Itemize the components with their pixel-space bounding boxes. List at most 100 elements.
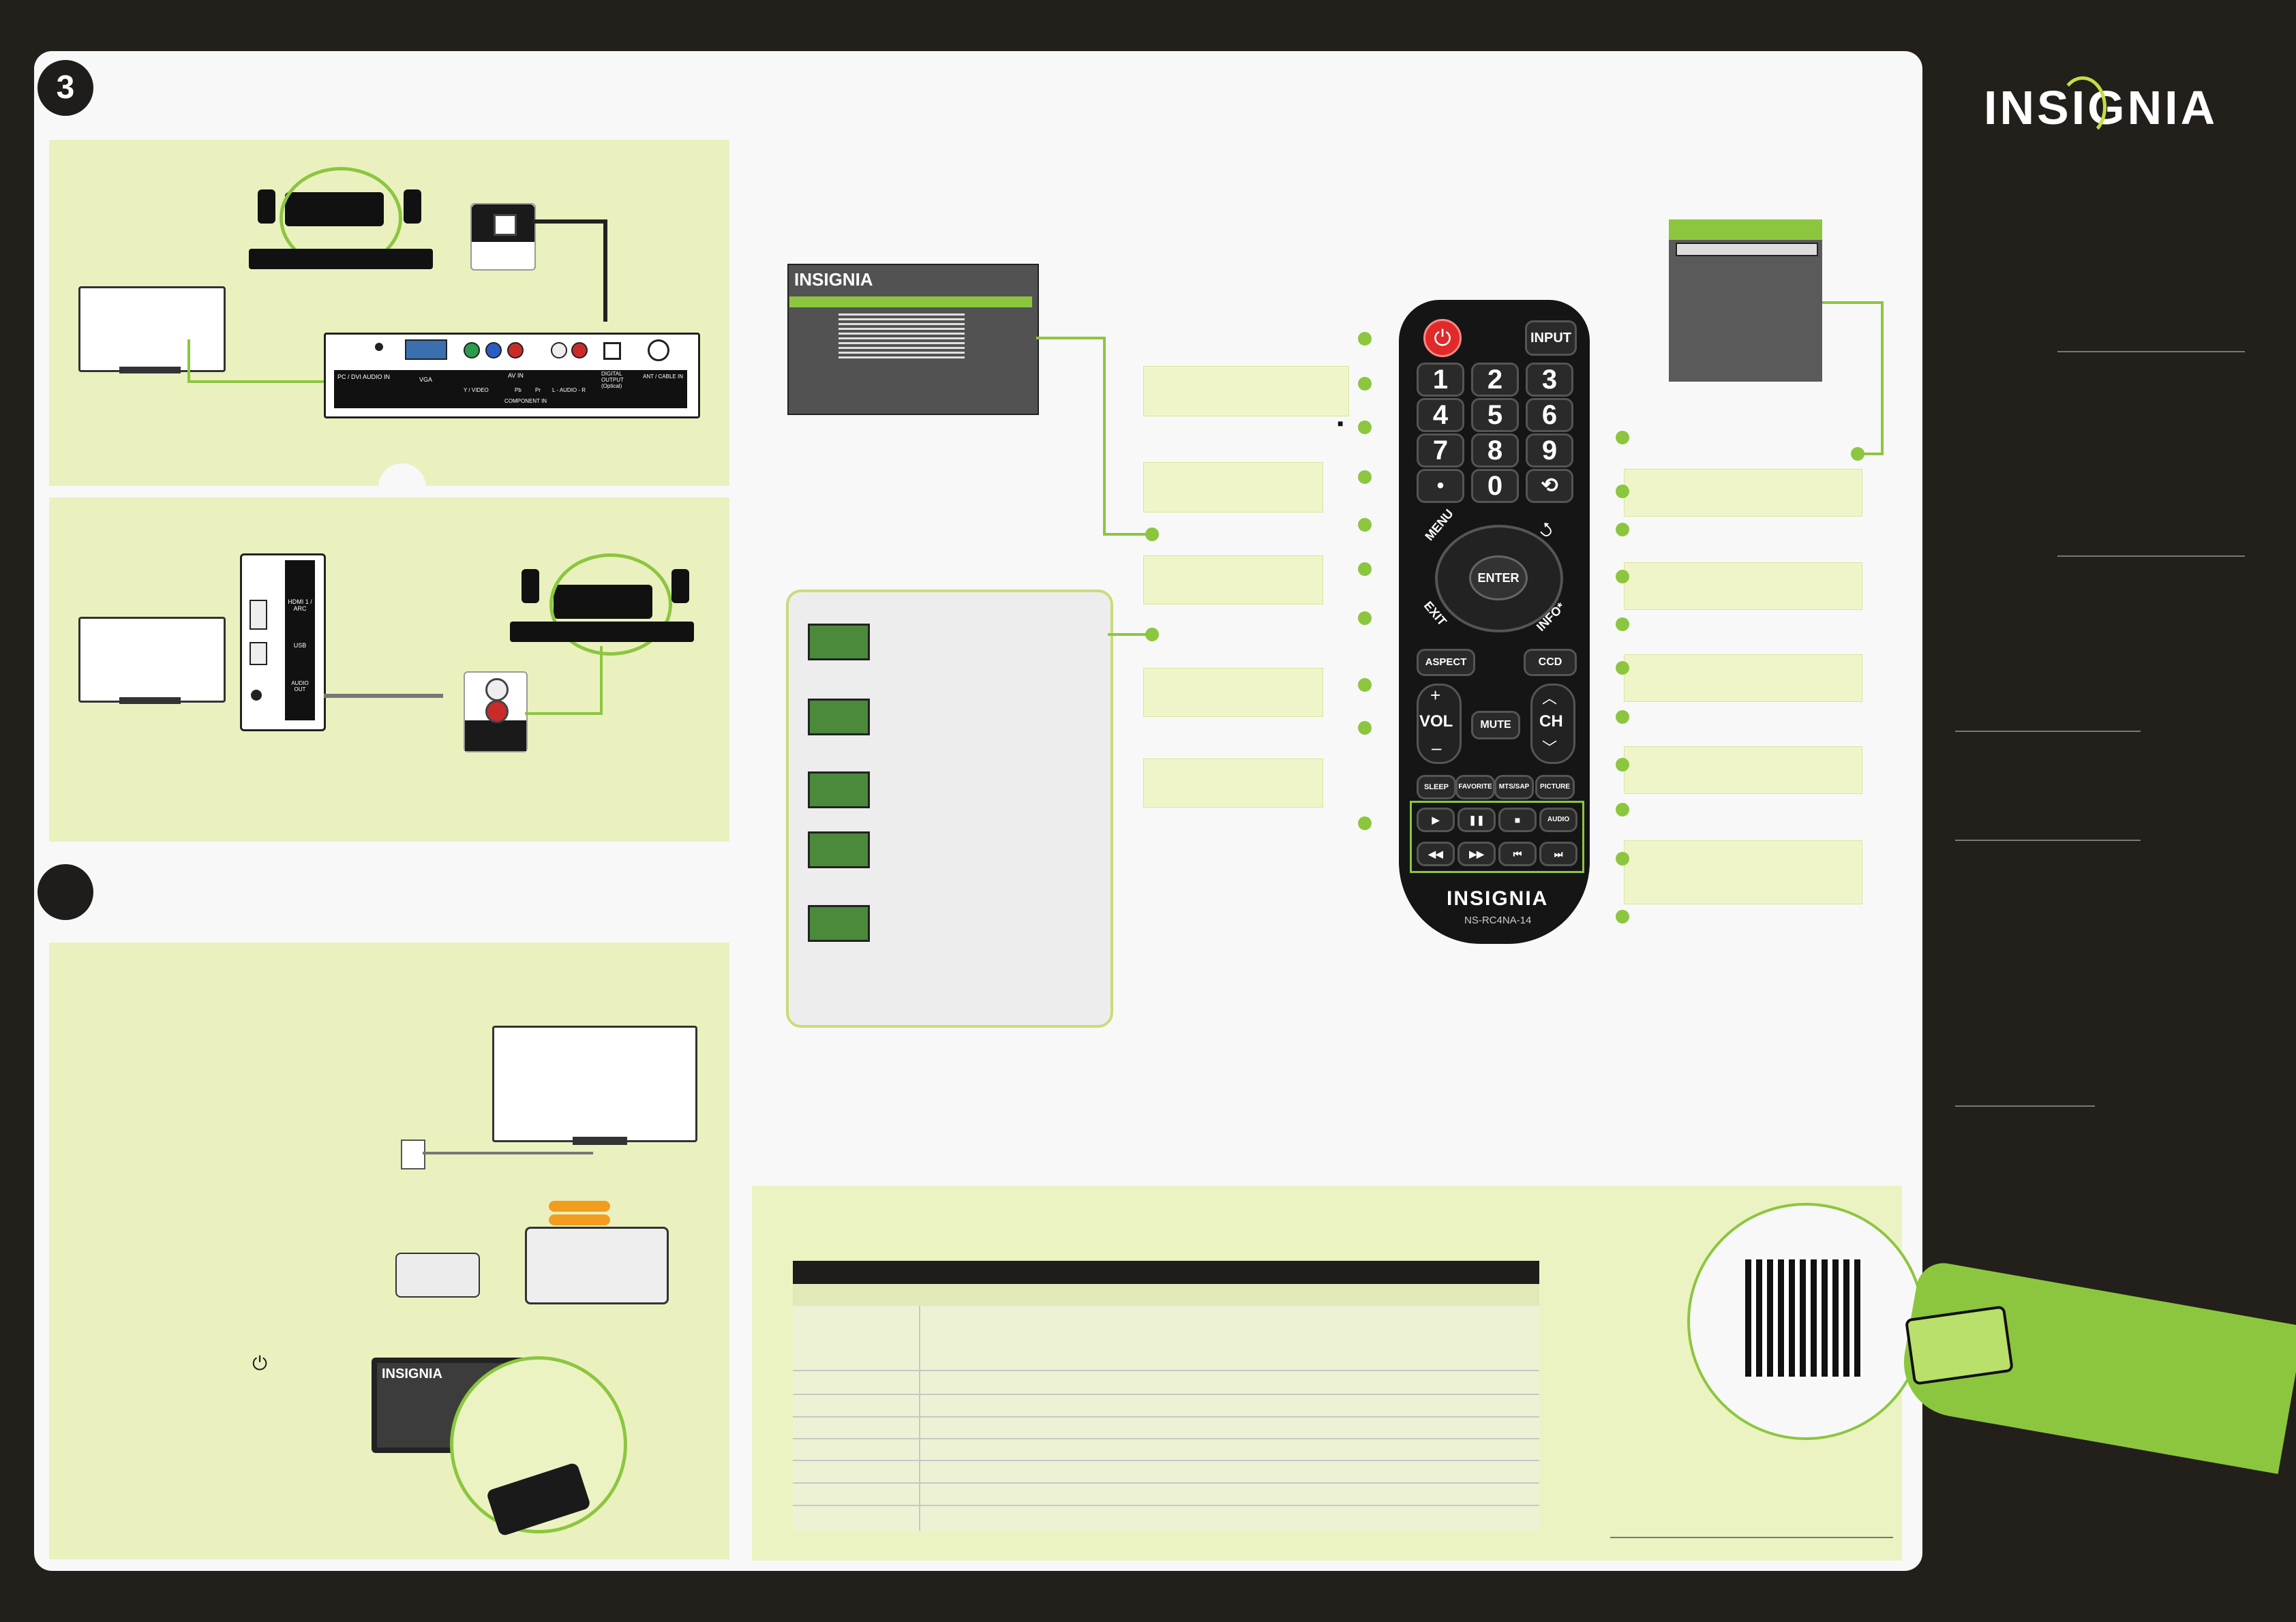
power-button[interactable]: ⏻ [1423, 319, 1462, 357]
callout-right-3 [1624, 654, 1862, 702]
callout-dot [1616, 523, 1629, 536]
next-button[interactable]: ⏭ [1539, 842, 1577, 866]
channel-up-button[interactable]: ︿ [1542, 686, 1557, 708]
callout-dot [1358, 678, 1372, 692]
component-pb-port [485, 342, 502, 358]
step-number-3: 3 [37, 60, 93, 116]
callout-right-2 [1624, 562, 1862, 610]
play-button[interactable]: ▶ [1417, 808, 1455, 832]
callout-left-2 [1143, 462, 1323, 512]
tv-screen-logo: INSIGNIA [382, 1366, 442, 1381]
port-label-audio-out: AUDIO OUT [291, 680, 309, 692]
phone-image [1904, 1305, 2014, 1386]
hdmi-port [250, 600, 267, 630]
pause-button[interactable]: ❚❚ [1457, 808, 1496, 832]
port-label-ant: ANT / CABLE IN [643, 373, 683, 380]
tv-stand [119, 367, 181, 373]
favorite-button[interactable]: FAVORITE [1455, 775, 1495, 799]
input-connector-line [1858, 453, 1884, 455]
input-button[interactable]: INPUT [1525, 320, 1577, 356]
playback-group [1410, 801, 1584, 873]
audio-cable [324, 694, 443, 698]
digit-4-button[interactable]: 4 [1417, 398, 1464, 432]
battery-image [549, 1214, 610, 1225]
callout-dot [1616, 617, 1629, 631]
port-label-component: COMPONENT IN [504, 398, 547, 404]
aspect-button[interactable]: ASPECT [1417, 649, 1475, 676]
volume-rocker[interactable] [1417, 684, 1462, 764]
battery-image [549, 1201, 610, 1212]
port-label-vga: VGA [419, 376, 433, 383]
callout-dot [1358, 420, 1372, 434]
aspect-connector-line [1108, 633, 1152, 636]
menu-connector-line [1036, 337, 1104, 339]
audio-r-port [571, 342, 588, 358]
dpad[interactable] [1435, 525, 1563, 632]
digit-5-button[interactable]: 5 [1471, 398, 1519, 432]
picture-button[interactable]: PICTURE [1535, 775, 1575, 799]
callout-dot [1616, 910, 1629, 923]
component-y-port [464, 342, 480, 358]
callout-dot [1616, 710, 1629, 724]
digit-7-button[interactable]: 7 [1417, 433, 1464, 468]
rewind-button[interactable]: ◀◀ [1417, 842, 1455, 866]
callout-dot [1616, 485, 1629, 498]
digit-6-button[interactable]: 6 [1526, 398, 1573, 432]
enter-button[interactable]: ENTER [1469, 555, 1528, 600]
menu-connector-line [1103, 337, 1106, 534]
speaker-left-image-2 [522, 569, 539, 603]
mute-button[interactable]: MUTE [1471, 711, 1520, 739]
sidebar-rule [1955, 1105, 2095, 1107]
menu-highlight-bar [789, 296, 1032, 307]
logo-accent-icon [2059, 76, 2106, 138]
audio-button[interactable]: AUDIO [1539, 808, 1577, 832]
table-subheader [793, 1284, 1539, 1306]
chevron-down-icon: ﹀ [1542, 739, 1558, 756]
sidebar-rule [1955, 840, 2141, 841]
tv-back-image-3 [492, 1026, 697, 1142]
ch-label: CH [1539, 712, 1563, 731]
dot-button[interactable]: • [1417, 469, 1464, 503]
mts-sap-button[interactable]: MTS/SAP [1494, 775, 1534, 799]
digit-0-button[interactable]: 0 [1471, 469, 1519, 503]
audio-l-port [551, 342, 567, 358]
ccd-button[interactable]: CCD [1524, 649, 1577, 676]
callout-left-4 [1143, 668, 1323, 717]
play-icon: ▶ [1432, 814, 1440, 825]
table-row [793, 1394, 1539, 1395]
channel-down-button[interactable]: ﹀ [1542, 736, 1557, 758]
digit-9-button[interactable]: 9 [1526, 433, 1573, 468]
callout-dot [1145, 527, 1159, 541]
tv-back-image [78, 286, 226, 372]
callout-dot [1358, 470, 1372, 484]
optical-port [603, 342, 621, 360]
callout-dot [1616, 661, 1629, 675]
sleep-button[interactable]: SLEEP [1417, 775, 1456, 799]
wall-outlet [401, 1139, 425, 1169]
digit-1-button[interactable]: 1 [1417, 363, 1464, 397]
fast-forward-button[interactable]: ▶▶ [1457, 842, 1496, 866]
speaker-right-image-2 [671, 569, 689, 603]
sidebar-rule [2057, 555, 2245, 557]
callout-left-1 [1143, 366, 1349, 416]
recall-button[interactable]: ⟲ [1526, 469, 1573, 503]
table-row [793, 1438, 1539, 1439]
volume-down-button[interactable]: – [1432, 737, 1442, 758]
fast-forward-icon: ▶▶ [1469, 848, 1484, 859]
callout-dot [1616, 758, 1629, 771]
qr-code[interactable] [1745, 1259, 1862, 1377]
digit-3-button[interactable]: 3 [1526, 363, 1573, 397]
tv-stand-2 [119, 697, 181, 704]
previous-button[interactable]: ⏮ [1498, 842, 1537, 866]
stop-button[interactable]: ■ [1498, 808, 1537, 832]
aspect-thumb-3 [808, 771, 870, 808]
volume-up-button[interactable]: + [1430, 685, 1441, 705]
callout-dot [1616, 570, 1629, 583]
port-label-pc-dvi: PC / DVI AUDIO IN [337, 373, 391, 380]
port-labels-bar [334, 370, 687, 408]
digit-8-button[interactable]: 8 [1471, 433, 1519, 468]
table-column-divider [919, 1306, 920, 1531]
channel-rocker[interactable] [1530, 684, 1575, 764]
input-source-selected [1676, 243, 1818, 256]
digit-2-button[interactable]: 2 [1471, 363, 1519, 397]
